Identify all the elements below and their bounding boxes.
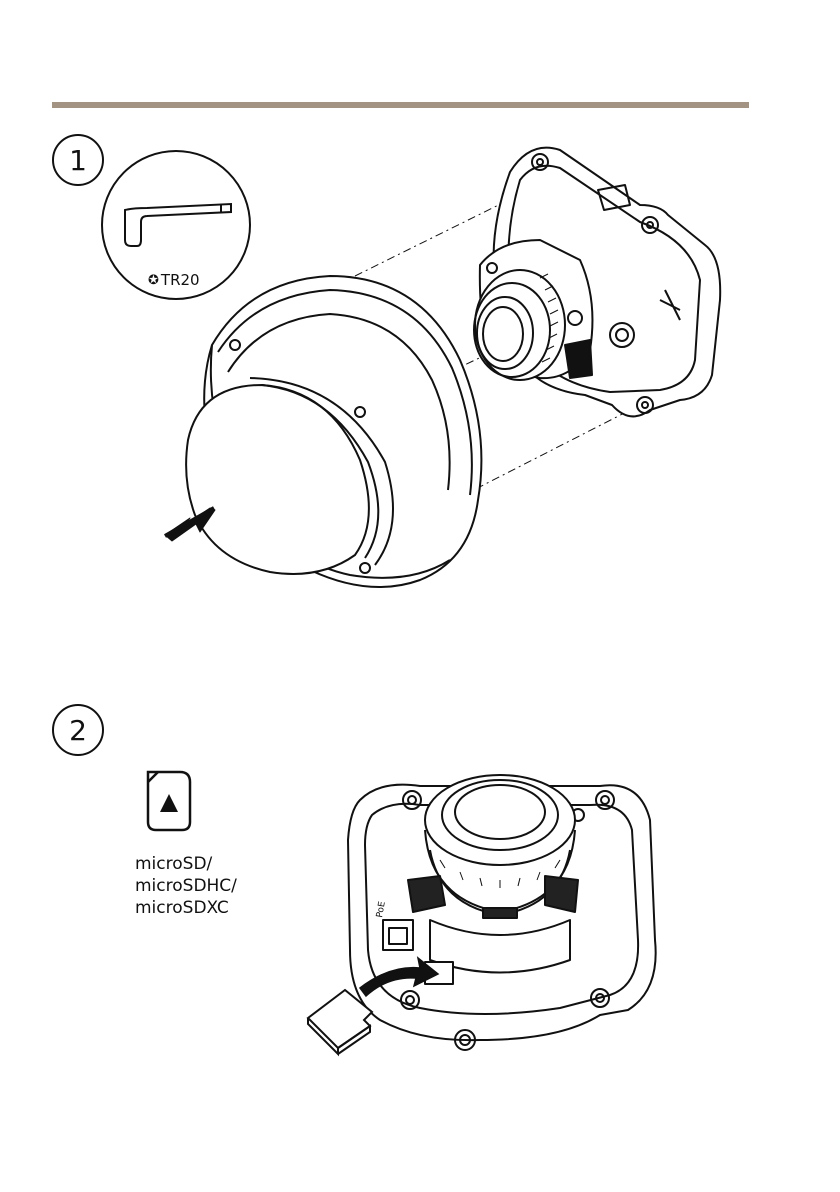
card-types-label: microSD/ microSDHC/ microSDXC bbox=[135, 853, 237, 919]
card-type-microsd: microSD/ bbox=[135, 853, 237, 875]
card-type-microsdxc: microSDXC bbox=[135, 897, 237, 919]
card-type-microsdhc: microSDHC/ bbox=[135, 875, 237, 897]
camera-base-top-view: PoE bbox=[348, 775, 656, 1050]
sd-card-icon bbox=[148, 772, 190, 830]
